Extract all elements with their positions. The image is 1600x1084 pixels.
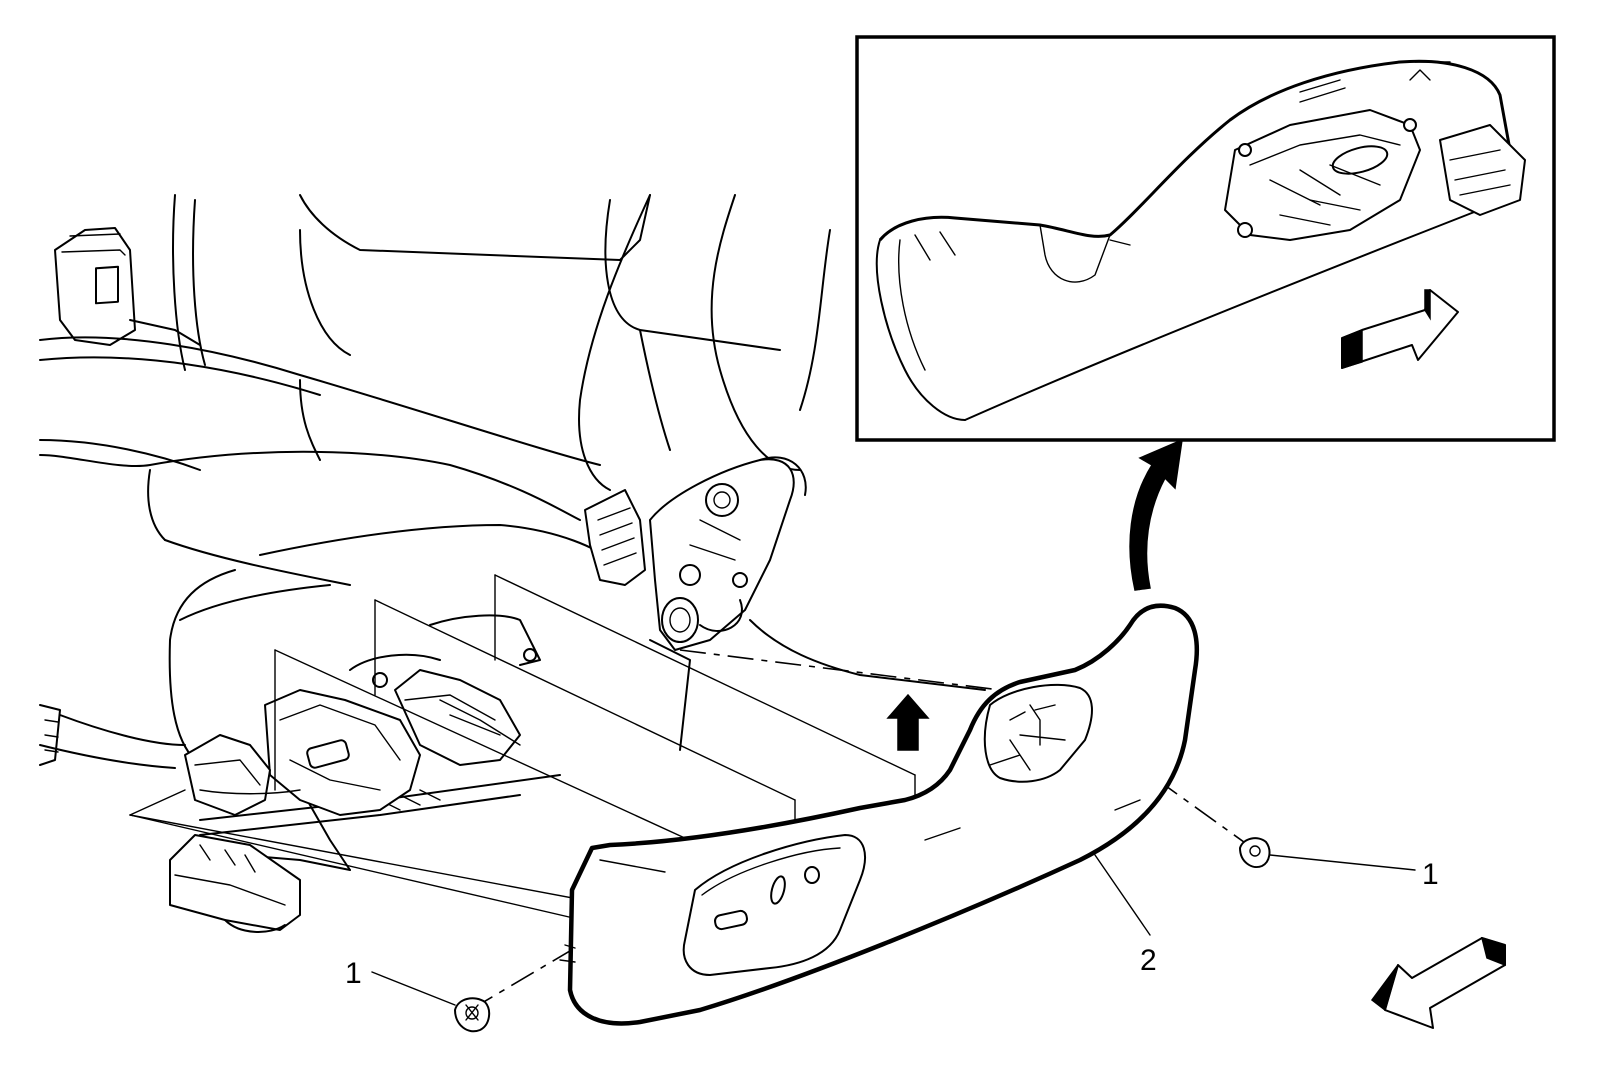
inset-direction-arrow-icon [1341, 289, 1459, 370]
up-arrow-icon [886, 693, 930, 751]
fastener-left [454, 997, 491, 1033]
fastener-right [1239, 837, 1271, 868]
callout-leaders [371, 854, 1416, 1006]
seat-front-foot [169, 834, 301, 933]
seat-belt-buckle [54, 227, 201, 346]
alignment-lines [129, 574, 916, 931]
curved-arrow-icon [1129, 438, 1183, 591]
callout-fastener-left: 1 [345, 957, 362, 990]
callout-side-panel: 2 [1140, 944, 1157, 977]
seat-assembly [39, 194, 986, 933]
inset-switch-housing [1224, 61, 1526, 241]
callout-fastener-right: 1 [1422, 858, 1439, 891]
vehicle-front-arrow-icon [1370, 936, 1506, 1029]
detail-inset [855, 35, 1556, 442]
seat-side-panel [559, 603, 1200, 1026]
seat-adjuster-mechanism [184, 614, 541, 816]
recliner-mechanism [584, 456, 807, 651]
